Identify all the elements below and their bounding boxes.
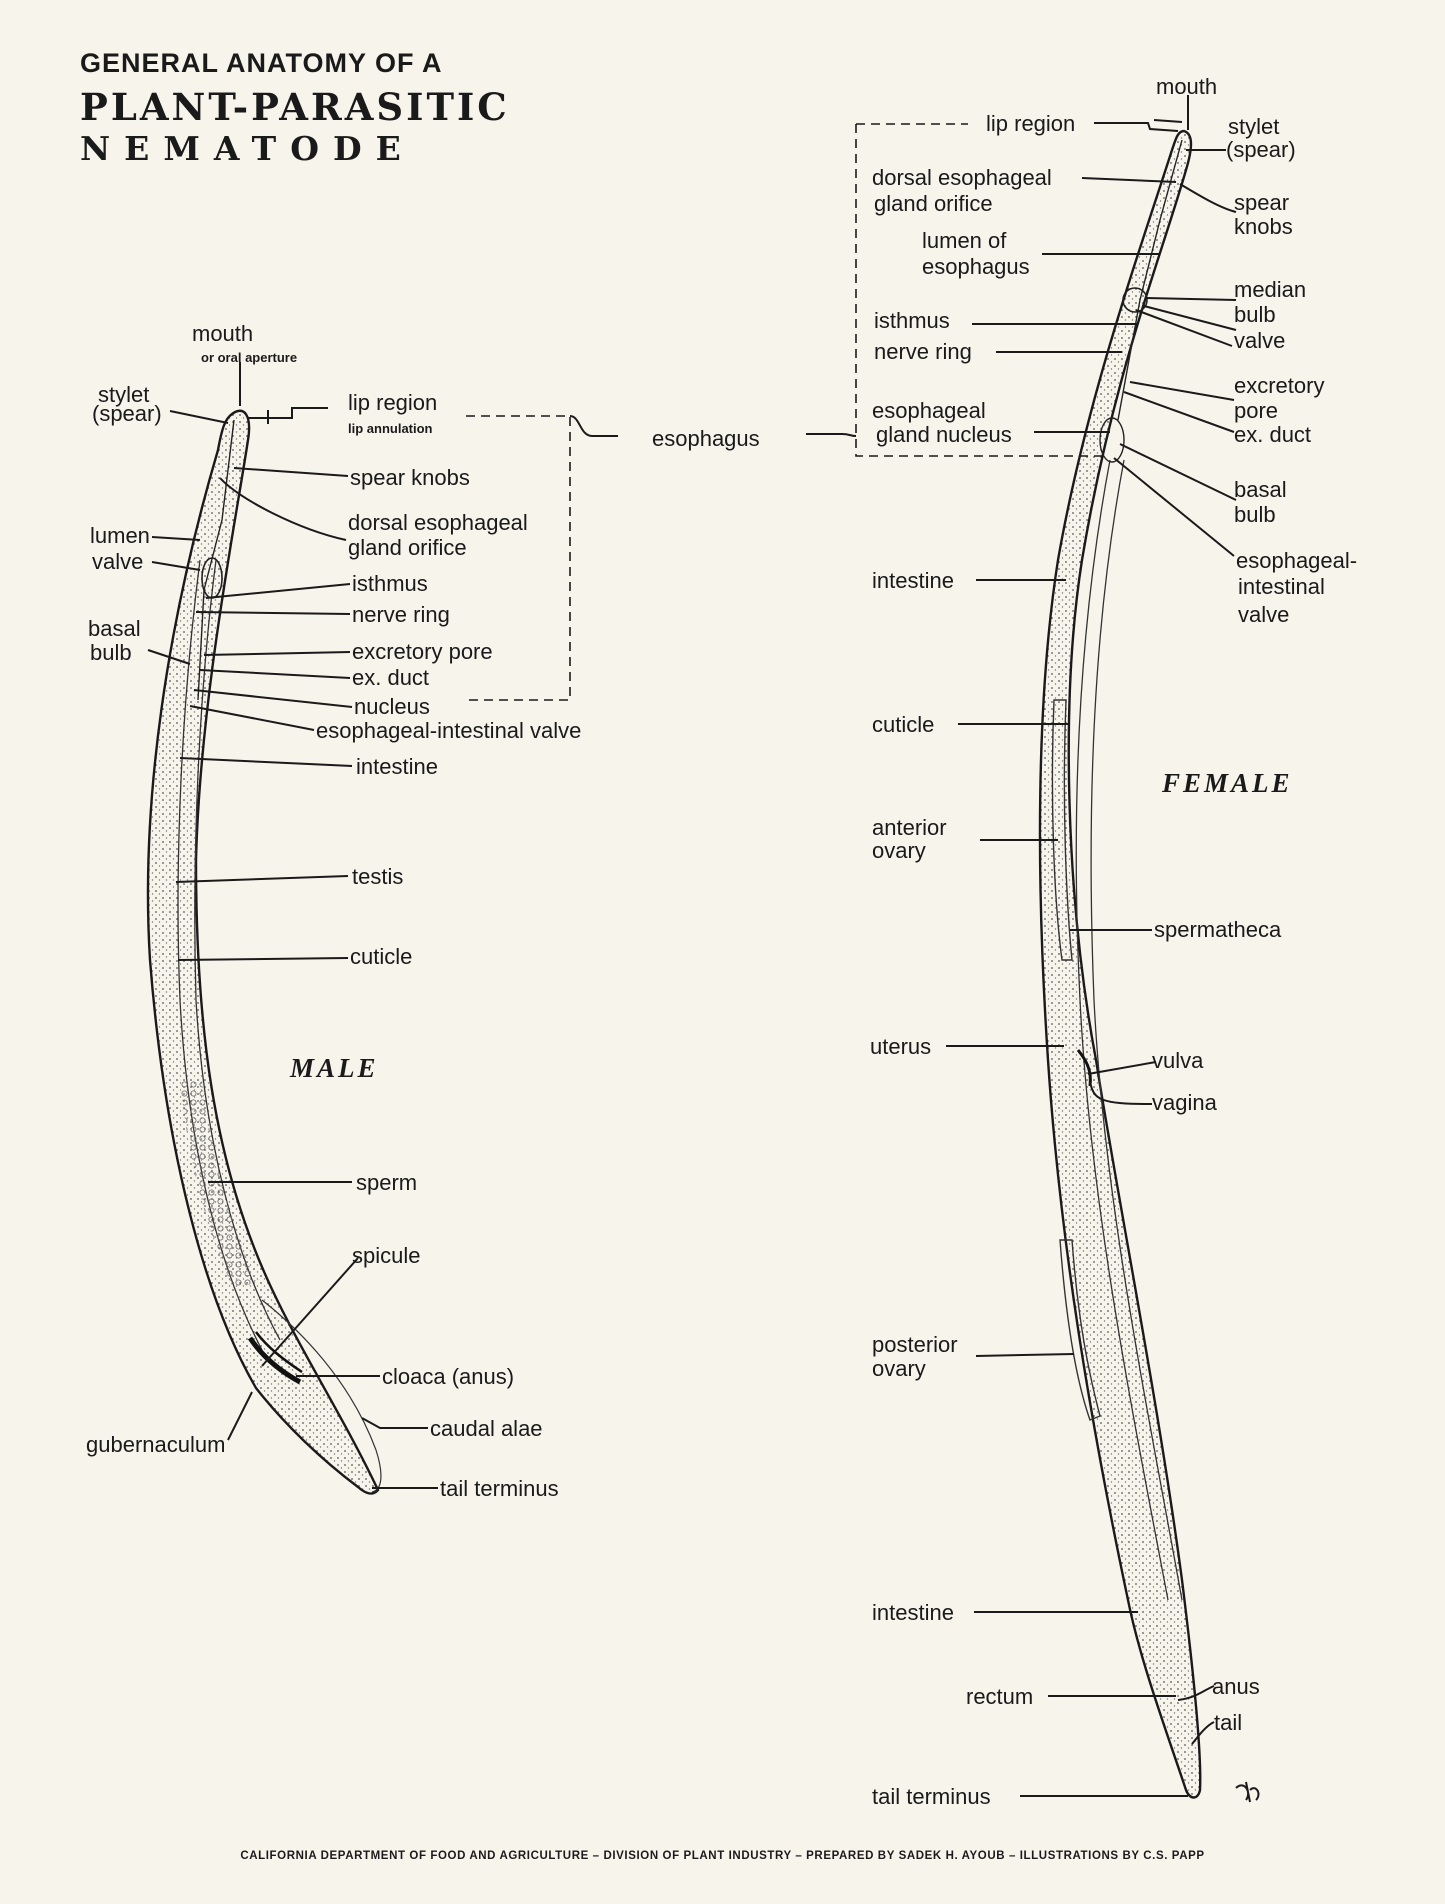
male-label-nucleus: nucleus <box>354 694 430 719</box>
female-label-cuticle: cuticle <box>872 712 934 737</box>
male-label-lip-region: lip region <box>348 390 437 415</box>
male-label-bulb: bulb <box>90 640 132 665</box>
female-label-median: median <box>1234 277 1306 302</box>
female-label-eiv-1: esophageal- <box>1236 548 1357 573</box>
female-label-mouth: mouth <box>1156 74 1217 99</box>
female-label-rectum: rectum <box>966 1684 1033 1709</box>
female-label-tail: tail <box>1214 1710 1242 1735</box>
female-label-spermatheca: spermatheca <box>1154 917 1282 942</box>
male-label-lip-annulation: lip annulation <box>348 421 433 436</box>
female-label-ant-ovary-1: anterior <box>872 815 947 840</box>
female-leader-lines <box>806 95 1237 1797</box>
male-label-intestine: intestine <box>356 754 438 779</box>
female-label-anus: anus <box>1212 1674 1260 1699</box>
female-label-spear: (spear) <box>1226 137 1296 162</box>
male-label-cloaca: cloaca (anus) <box>382 1364 514 1389</box>
female-label-spear-1: spear <box>1234 190 1289 215</box>
female-heading: FEMALE <box>1161 768 1293 798</box>
female-label-isthmus: isthmus <box>874 308 950 333</box>
male-label-spear: (spear) <box>92 401 162 426</box>
male-label-gubernaculum: gubernaculum <box>86 1432 225 1457</box>
male-label-lumen: lumen <box>90 523 150 548</box>
female-label-gland-2: gland nucleus <box>876 422 1012 447</box>
female-label-valve: valve <box>1234 328 1285 353</box>
male-label-nerve-ring: nerve ring <box>352 602 450 627</box>
title-block: GENERAL ANATOMY OF A PLANT-PARASITIC NEM… <box>80 48 510 165</box>
male-label-tail-terminus: tail terminus <box>440 1476 559 1501</box>
male-labels: mouth or oral aperture stylet (spear) li… <box>86 321 581 1501</box>
female-label-vagina: vagina <box>1152 1090 1218 1115</box>
female-label-intestine: intestine <box>872 568 954 593</box>
female-label-vulva: vulva <box>1152 1048 1204 1073</box>
female-label-excretory: excretory <box>1234 373 1324 398</box>
male-label-excretory-pore: excretory pore <box>352 639 493 664</box>
female-label-eiv-2: intestinal <box>1238 574 1325 599</box>
artist-monogram-icon <box>1235 1781 1260 1803</box>
male-label-cuticle: cuticle <box>350 944 412 969</box>
male-label-dorsal-2: gland orifice <box>348 535 467 560</box>
female-label-ex-duct: ex. duct <box>1234 422 1311 447</box>
male-label-oral-aperture: or oral aperture <box>201 350 297 365</box>
female-label-bulb-basal: bulb <box>1234 502 1276 527</box>
female-label-ant-ovary-2: ovary <box>872 838 926 863</box>
female-label-pore: pore <box>1234 398 1278 423</box>
title-line-1: GENERAL ANATOMY OF A <box>80 48 443 78</box>
female-label-nerve-ring: nerve ring <box>874 339 972 364</box>
male-label-dorsal-1: dorsal esophageal <box>348 510 528 535</box>
female-label-dorsal-1: dorsal esophageal <box>872 165 1052 190</box>
female-label-uterus: uterus <box>870 1034 931 1059</box>
male-heading: MALE <box>289 1053 379 1083</box>
female-label-intestine-2: intestine <box>872 1600 954 1625</box>
male-label-testis: testis <box>352 864 403 889</box>
female-label-lumen-2: esophagus <box>922 254 1030 279</box>
female-label-eiv-3: valve <box>1238 602 1289 627</box>
male-label-spear-knobs: spear knobs <box>350 465 470 490</box>
title-line-3: NEMATODE <box>80 129 415 168</box>
male-label-sperm: sperm <box>356 1170 417 1195</box>
male-label-basal: basal <box>88 616 141 641</box>
female-label-basal: basal <box>1234 477 1287 502</box>
title-line-2: PLANT-PARASITIC <box>80 85 510 129</box>
male-label-valve: valve <box>92 549 143 574</box>
female-label-lumen-1: lumen of <box>922 228 1007 253</box>
female-label-dorsal-2: gland orifice <box>874 191 993 216</box>
female-nematode-body <box>1038 129 1202 1799</box>
male-label-caudal-alae: caudal alae <box>430 1416 543 1441</box>
female-label-post-ovary-1: posterior <box>872 1332 958 1357</box>
male-label-isthmus: isthmus <box>352 571 428 596</box>
male-label-stylet: stylet <box>98 382 149 407</box>
female-labels: mouth lip region stylet (spear) dorsal e… <box>870 74 1357 1809</box>
female-label-tail-terminus: tail terminus <box>872 1784 991 1809</box>
footer-credits: CALIFORNIA DEPARTMENT OF FOOD AND AGRICU… <box>240 1850 1205 1862</box>
esophagus-label: esophagus <box>652 426 760 451</box>
male-label-ex-duct: ex. duct <box>352 665 429 690</box>
male-label-eso-int-valve: esophageal-intestinal valve <box>316 718 581 743</box>
female-label-knobs: knobs <box>1234 214 1293 239</box>
male-label-mouth: mouth <box>192 321 253 346</box>
female-label-gland-1: esophageal <box>872 398 986 423</box>
female-label-post-ovary-2: ovary <box>872 1356 926 1381</box>
female-label-stylet: stylet <box>1228 114 1279 139</box>
female-label-bulb-median: bulb <box>1234 302 1276 327</box>
male-label-spicule: spicule <box>352 1243 420 1268</box>
female-label-lip-region: lip region <box>986 111 1075 136</box>
male-leader-lines <box>147 362 618 1489</box>
male-nematode-body <box>146 409 382 1495</box>
